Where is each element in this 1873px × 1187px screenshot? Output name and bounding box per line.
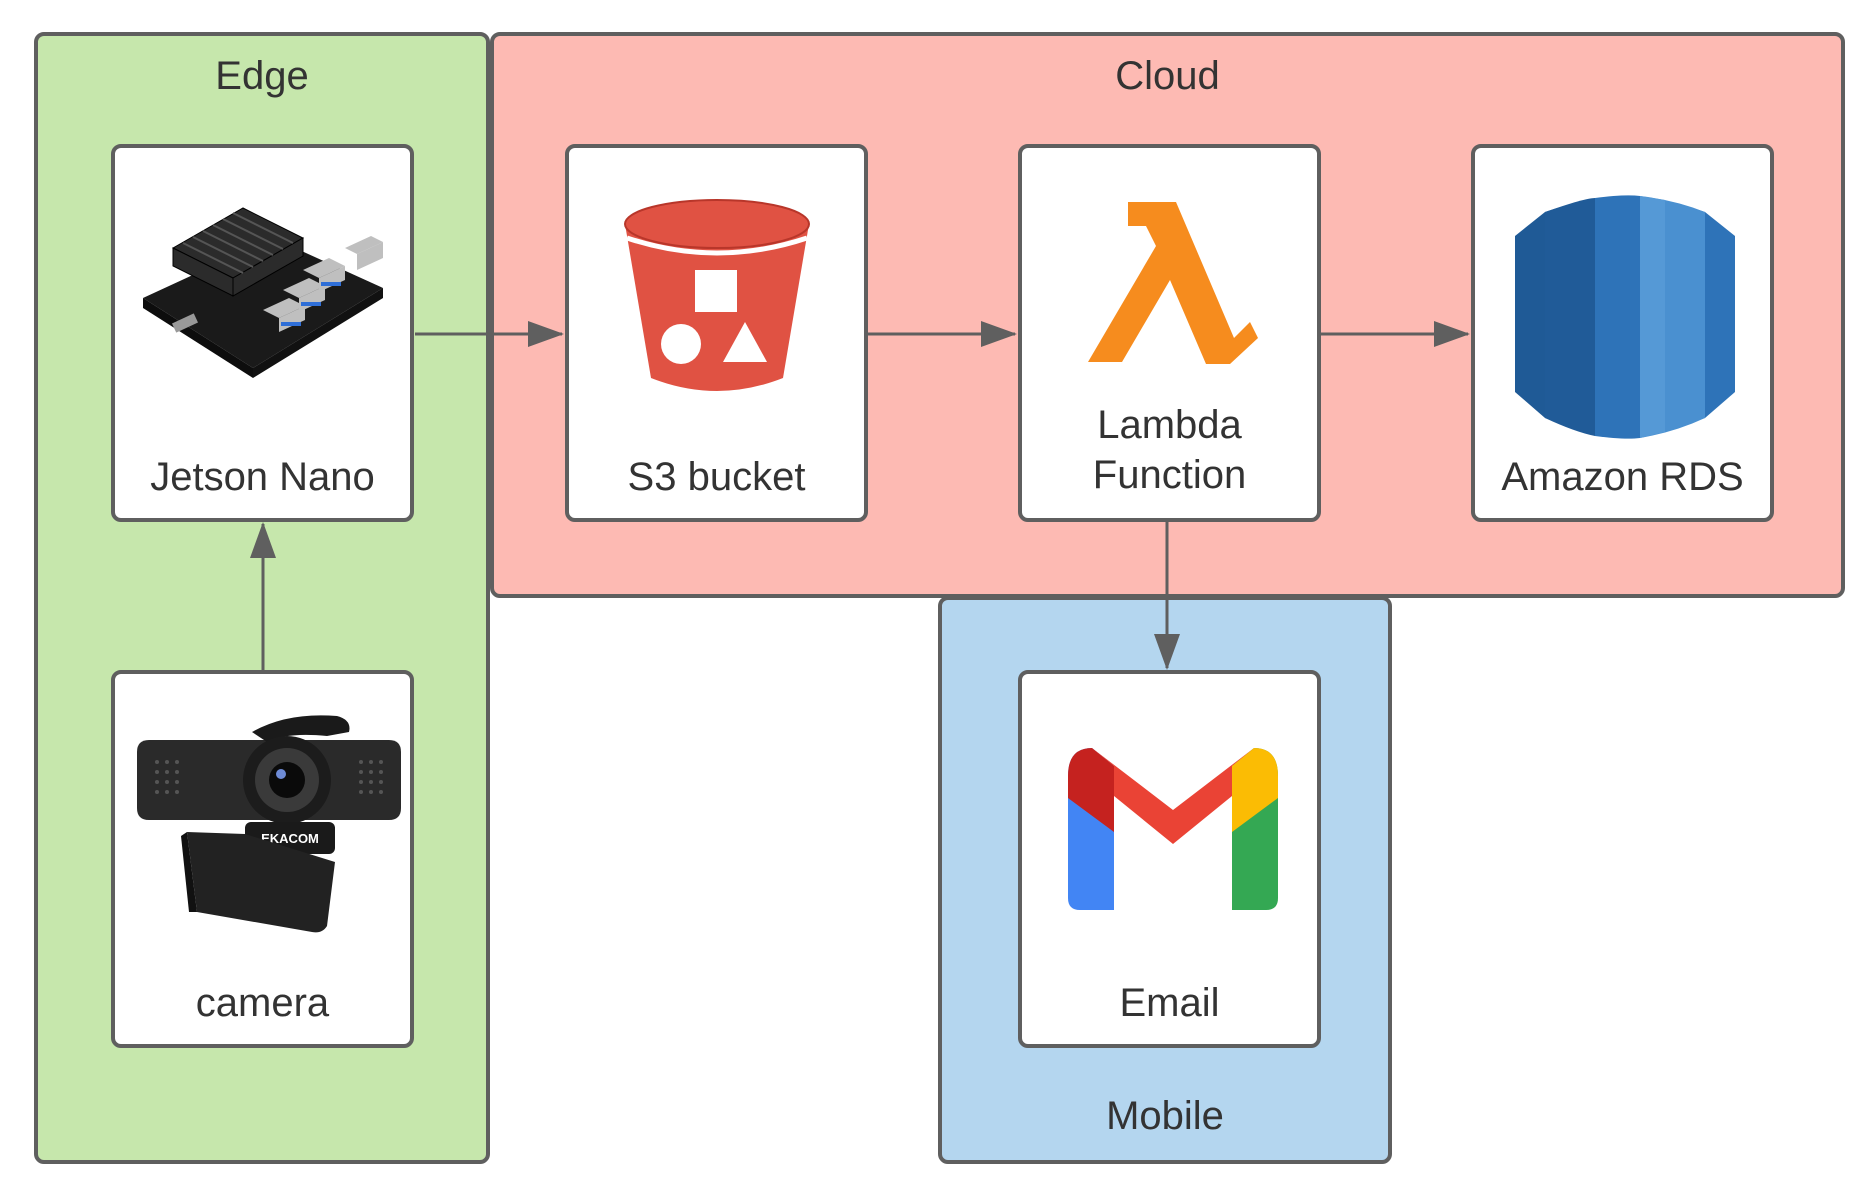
node-label-amazon-rds: Amazon RDS — [1501, 455, 1744, 499]
gmail-icon — [1068, 748, 1278, 910]
node-email: Email — [1018, 670, 1321, 1048]
node-label-jetson-nano: Jetson Nano — [150, 455, 375, 499]
camera-brand-text: EKACOM — [261, 831, 319, 846]
group-label-edge: Edge — [215, 54, 309, 98]
group-label-mobile: Mobile — [1106, 1094, 1224, 1138]
node-label-lambda-line1: Lambda — [1097, 403, 1242, 447]
node-label-email: Email — [1119, 981, 1220, 1025]
group-label-cloud: Cloud — [1115, 54, 1220, 98]
node-s3-bucket: S3 bucket — [565, 144, 868, 522]
jetson-nano-board-icon — [143, 207, 383, 378]
node-label-lambda-line2: Function — [1092, 453, 1247, 497]
node-label-camera: camera — [195, 981, 330, 1025]
node-amazon-rds: Amazon RDS — [1471, 144, 1774, 522]
node-jetson-nano: Jetson Nano — [111, 144, 414, 522]
rds-database-icon — [1515, 195, 1735, 439]
node-camera: EKACOM camera — [111, 670, 414, 1048]
webcam-icon: EKACOM — [137, 715, 401, 933]
s3-bucket-icon — [624, 199, 810, 391]
node-lambda-function: Lambda Function — [1018, 144, 1321, 522]
node-label-s3-bucket: S3 bucket — [627, 455, 806, 499]
lambda-icon — [1088, 202, 1258, 364]
